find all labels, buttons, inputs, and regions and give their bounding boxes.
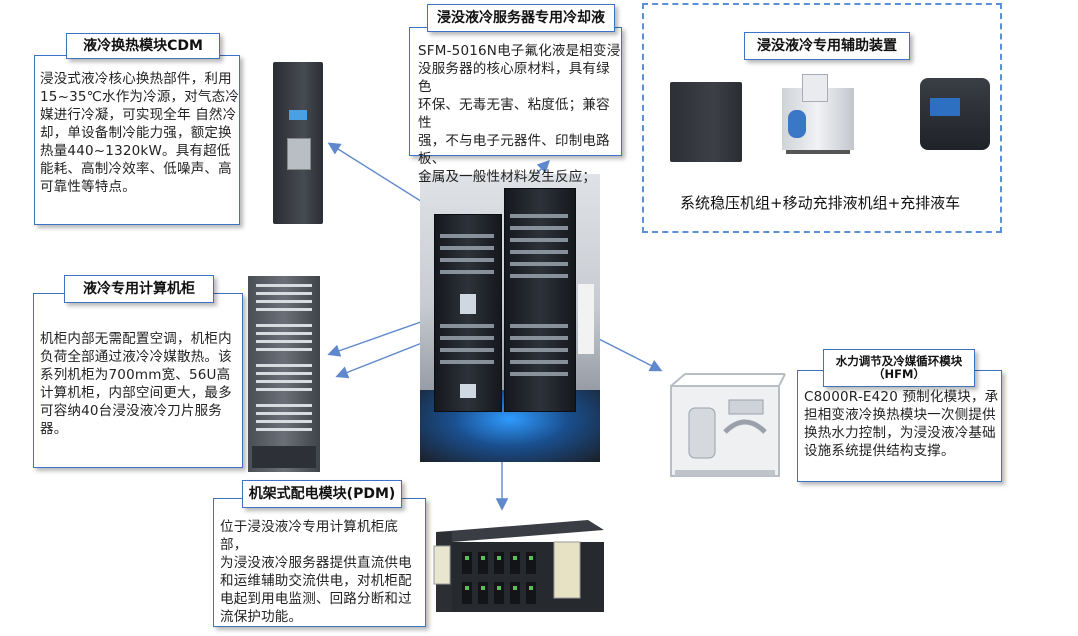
cdm-text: 浸没式液冷核心换热部件，利用 15~35℃水作为冷源，对气态冷 媒进行冷凝，可实… xyxy=(40,71,240,195)
cabinet-title: 液冷专用计算机柜 xyxy=(64,275,214,303)
coolant-title: 浸没液冷服务器专用冷却液 xyxy=(427,4,615,32)
cdm-title: 液冷换热模块CDM xyxy=(66,33,220,59)
pdm-text: 位于浸没液冷专用计算机柜底部， 为浸没液冷服务器提供直流供电 和运维辅助交流供电… xyxy=(220,519,412,625)
mobile-filling-unit-image xyxy=(782,74,854,154)
cabinet-text: 机柜内部无需配置空调，机柜内 负荷全部通过液冷冷媒散热。该 系列机柜为700mm… xyxy=(40,331,232,437)
hfm-title-line2: （HFM） xyxy=(873,367,925,381)
pdm-title: 机架式配电模块(PDM) xyxy=(242,480,402,508)
hfm-module-image xyxy=(665,372,787,484)
aux-caption: 系统稳压机组+移动充排液机组+充排液车 xyxy=(680,194,961,212)
cdm-description-box xyxy=(34,55,240,225)
aux-title: 浸没液冷专用辅助装置 xyxy=(744,32,910,60)
pdm-unit-image xyxy=(428,512,608,620)
filling-cart-image xyxy=(920,78,990,150)
coolant-text: SFM-5016N电子氟化液是相变浸 没服务器的核心原材料，具有绿色 环保、无毒… xyxy=(418,43,621,185)
pdm-description-box xyxy=(213,498,426,627)
coolant-description-box xyxy=(409,27,622,156)
cabinet-description-box xyxy=(33,293,243,468)
cdm-unit-image xyxy=(273,62,323,224)
server-blade-rows xyxy=(440,214,594,398)
central-showroom-photo xyxy=(420,174,600,462)
computing-cabinet-image xyxy=(248,276,320,472)
hfm-text: C8000R-E420 预制化模块，承 担相变液冷换热模块一次侧提供 换热水力控… xyxy=(804,389,999,459)
hfm-title: 水力调节及冷媒循环模块 （HFM） xyxy=(823,349,975,387)
hfm-title-line1: 水力调节及冷媒循环模块 xyxy=(835,353,963,368)
system-pressure-unit-image xyxy=(670,82,742,162)
hfm-description-box xyxy=(797,370,1002,482)
